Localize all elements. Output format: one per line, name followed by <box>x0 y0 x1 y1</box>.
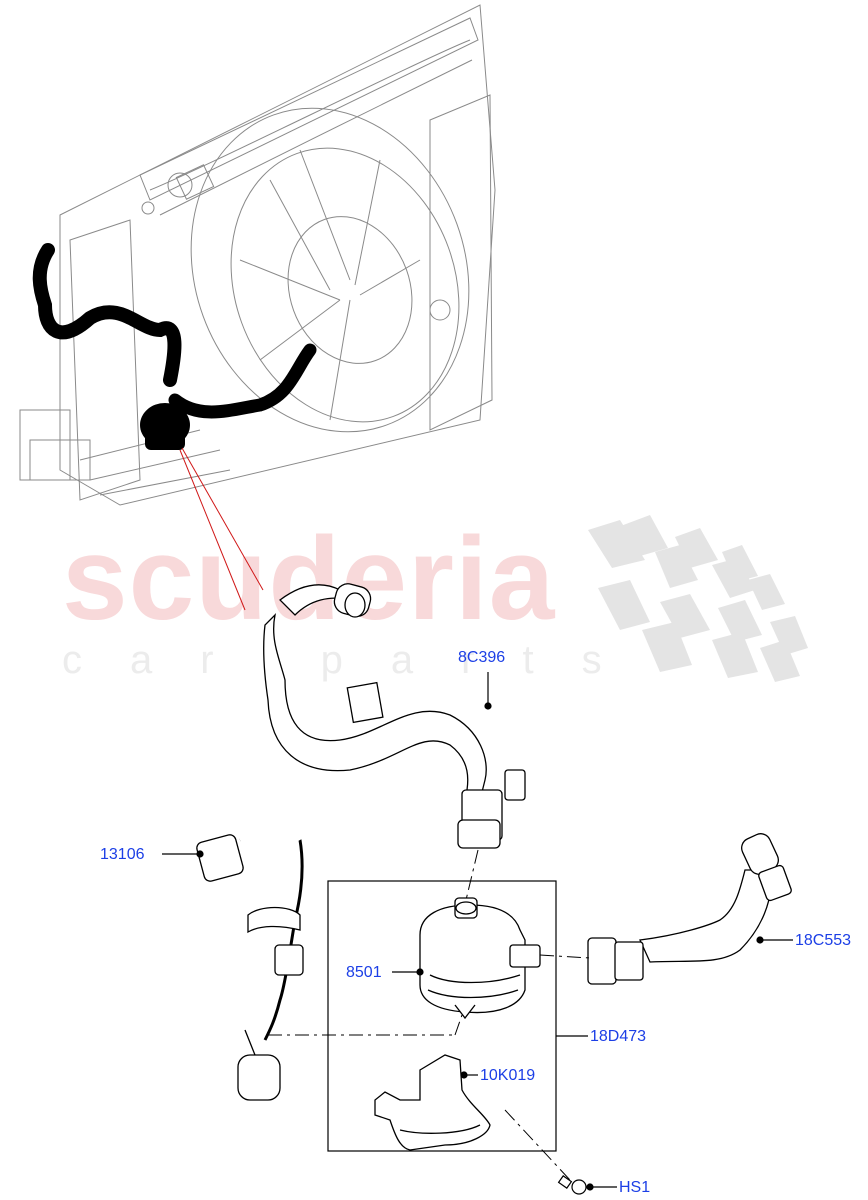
bolt-HS1 <box>557 1175 587 1195</box>
highlighted-hoses <box>32 243 317 419</box>
water-pump-8501 <box>419 897 541 1020</box>
callout-8C396[interactable]: 8C396 <box>458 649 506 666</box>
group-box-18D473 <box>327 880 557 1152</box>
highlighted-pump <box>140 403 190 450</box>
hose-8C396 <box>263 583 526 849</box>
hose-18C553 <box>587 833 792 985</box>
wiring-harness-13106 <box>196 825 304 1101</box>
assembly-centerlines <box>268 849 591 1181</box>
callout-18D473[interactable]: 18D473 <box>590 1028 647 1045</box>
watermark-sub: car parts <box>62 638 650 682</box>
callout-10K019[interactable]: 10K019 <box>480 1067 536 1084</box>
callout-HS1[interactable]: HS1 <box>619 1179 651 1196</box>
bracket-10K019 <box>374 1054 491 1151</box>
radiator-fan-assembly <box>19 4 496 506</box>
callout-18C553[interactable]: 18C553 <box>795 932 852 949</box>
callout-leaders <box>162 672 793 1191</box>
watermark-main: scuderia <box>62 513 556 645</box>
callout-13106[interactable]: 13106 <box>100 846 145 863</box>
red-leader-lines <box>179 447 264 611</box>
callout-8501[interactable]: 8501 <box>346 964 382 981</box>
